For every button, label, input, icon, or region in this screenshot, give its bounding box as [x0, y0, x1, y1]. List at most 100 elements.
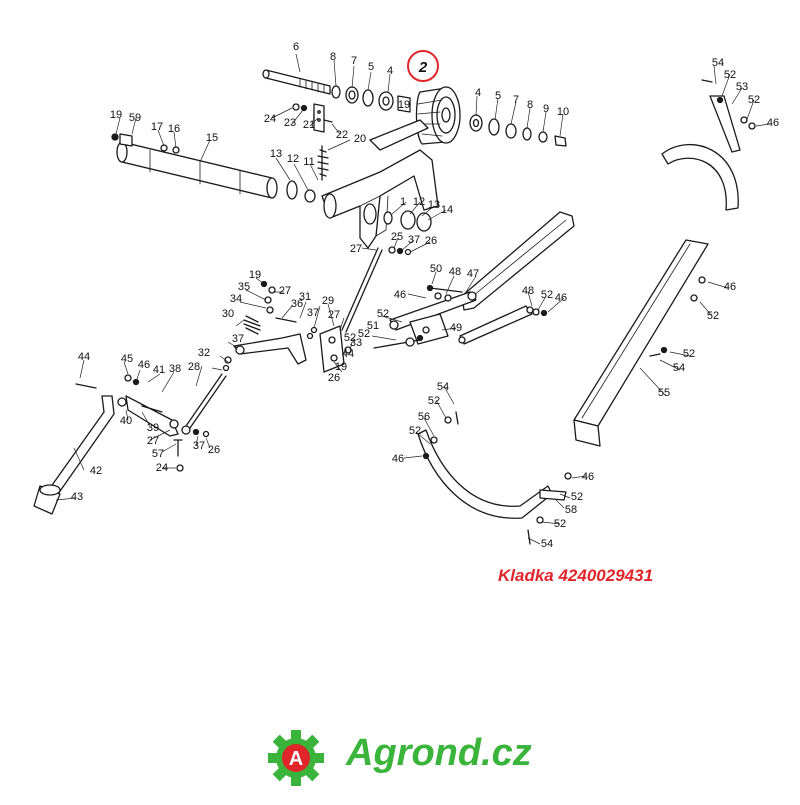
- part-number-label: 58: [565, 504, 577, 516]
- center-linkage: [373, 211, 575, 349]
- part-number-label: 21: [303, 119, 315, 131]
- part-number-label: 52: [409, 425, 421, 437]
- pedal-lever-assembly: [33, 280, 352, 515]
- part-number-label: 51: [367, 320, 379, 332]
- part-number-label: 1: [400, 196, 406, 208]
- highlight-marker: 2: [407, 50, 439, 82]
- part-number-label: 46: [138, 359, 150, 371]
- part-number-label: 27: [328, 309, 340, 321]
- part-number-label: 33: [350, 337, 362, 349]
- part-number-label: 46: [394, 289, 406, 301]
- part-number-label: 48: [522, 285, 534, 297]
- upper-guard: [661, 79, 756, 211]
- part-number-label: 46: [582, 471, 594, 483]
- part-number-label: 24: [156, 462, 168, 474]
- part-number-label: 52: [724, 69, 736, 81]
- part-number-label: 56: [418, 411, 430, 423]
- part-number-label: 27: [147, 435, 159, 447]
- part-number-label: 53: [736, 81, 748, 93]
- part-number-label: 54: [541, 538, 553, 550]
- part-number-label: 52: [541, 289, 553, 301]
- part-number-label: 52: [554, 518, 566, 530]
- part-number-label: 36: [291, 298, 303, 310]
- part-number-label: 44: [78, 351, 90, 363]
- part-number-label: 52: [748, 94, 760, 106]
- part-number-label: 19: [110, 109, 122, 121]
- brand-logo: A Agrond.cz: [266, 728, 566, 788]
- part-number-label: 30: [222, 308, 234, 320]
- part-number-label: 25: [391, 231, 403, 243]
- part-number-label: 31: [299, 291, 311, 303]
- part-caption: Kladka 4240029431: [498, 566, 654, 585]
- part-number-label: 46: [555, 292, 567, 304]
- part-number-label: 40: [120, 415, 132, 427]
- part-number-label: 12: [413, 196, 425, 208]
- part-number-label: 27: [350, 243, 362, 255]
- part-number-label: 41: [153, 364, 165, 376]
- part-number-label: 9: [543, 103, 549, 115]
- part-number-label: 13: [270, 148, 282, 160]
- part-number-label: 11: [303, 156, 314, 168]
- part-number-label: 52: [683, 348, 695, 360]
- part-number-label: 19: [398, 99, 410, 111]
- part-number-label: 4: [475, 87, 481, 99]
- part-number-label: 54: [437, 381, 449, 393]
- part-number-label: 55: [658, 387, 670, 399]
- lower-guard: [417, 411, 572, 545]
- part-number-label: 37: [193, 440, 205, 452]
- part-number-label: 29: [322, 295, 334, 307]
- part-number-label: 26: [208, 444, 220, 456]
- part-number-label: 20: [354, 133, 366, 145]
- part-number-label: 54: [712, 57, 724, 69]
- part-number-label: 14: [441, 204, 453, 216]
- part-number-label: 46: [767, 117, 779, 129]
- part-number-label: 32: [198, 347, 210, 359]
- part-number-label: 37: [307, 307, 319, 319]
- part-number-label: 15: [206, 132, 218, 144]
- part-number-label: 27: [279, 285, 291, 297]
- leader-lines: [55, 53, 771, 545]
- part-number-label: 26: [425, 235, 437, 247]
- part-number-label: 16: [168, 123, 180, 135]
- part-number-label: 35: [238, 281, 250, 293]
- part-number-label: 47: [467, 268, 479, 280]
- highlight-number: 2: [418, 59, 428, 76]
- part-number-label: 52: [428, 395, 440, 407]
- part-number-label: 28: [188, 361, 200, 373]
- part-number-label: 38: [169, 363, 181, 375]
- part-number-label: 37: [232, 333, 244, 345]
- part-number-label: 57: [152, 448, 164, 460]
- part-number-label: 7: [513, 94, 519, 106]
- part-number-label: 23: [284, 117, 296, 129]
- part-number-label: 34: [230, 293, 242, 305]
- part-number-label: 13: [428, 199, 440, 211]
- gear-logo-icon: A: [268, 730, 324, 786]
- part-number-label: 59: [129, 112, 141, 124]
- part-number-label: 26: [328, 372, 340, 384]
- part-number-label: 52: [571, 491, 583, 503]
- part-number-label: 49: [450, 322, 462, 334]
- part-number-label: 54: [673, 362, 685, 374]
- part-number-label: 4: [387, 65, 393, 77]
- part-number-label: 7: [351, 55, 357, 67]
- part-number-label: 45: [121, 353, 133, 365]
- logo-letter: A: [289, 748, 303, 770]
- pulley-shaft-assembly: [262, 69, 567, 147]
- part-number-label: 19: [335, 361, 347, 373]
- part-number-label: 48: [449, 266, 461, 278]
- part-number-label: 52: [344, 332, 356, 344]
- part-number-label: 37: [408, 234, 420, 246]
- part-number-label: 46: [392, 453, 404, 465]
- main-frame-assembly: [111, 119, 439, 333]
- part-number-label: 39: [147, 422, 159, 434]
- part-number-label: 50: [430, 263, 442, 275]
- part-number-label: 17: [151, 121, 163, 133]
- part-number-label: 46: [724, 281, 736, 293]
- angle-bar: [573, 239, 709, 447]
- part-number-label: 19: [249, 269, 261, 281]
- part-number-label: 22: [336, 129, 348, 141]
- part-number-label: 52: [358, 328, 370, 340]
